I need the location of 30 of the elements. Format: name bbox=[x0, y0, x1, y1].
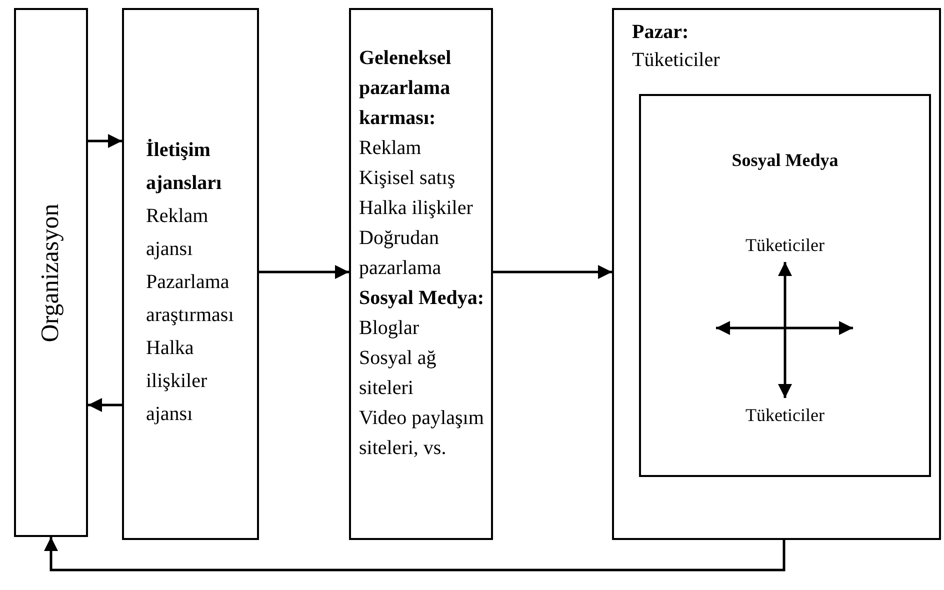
arrow bbox=[44, 537, 786, 572]
box-text: Tüketiciler bbox=[632, 48, 721, 73]
box-text: Reklam bbox=[359, 136, 422, 161]
box-heading: Geleneksel pazarlama karması: bbox=[359, 46, 452, 131]
box-heading: Pazar: bbox=[632, 20, 690, 45]
box-text: Halka ilişkiler bbox=[359, 196, 474, 221]
arrow bbox=[88, 134, 122, 148]
box-heading: İletişim ajansları bbox=[146, 138, 223, 196]
box-heading: Sosyal Medya bbox=[730, 149, 840, 172]
box-text: Kişisel satış bbox=[359, 166, 456, 191]
box-heading: Sosyal Medya: bbox=[359, 286, 485, 311]
arrow bbox=[88, 398, 122, 412]
box-text: Halka ilişkiler ajansı bbox=[146, 336, 208, 427]
node-label: Tüketiciler bbox=[724, 402, 846, 428]
process-box bbox=[349, 8, 493, 540]
arrow bbox=[259, 265, 349, 279]
process-box bbox=[14, 8, 88, 537]
box-text: Sosyal ağ siteleri bbox=[359, 346, 438, 401]
box-text: Pazarlama araştırması bbox=[146, 270, 235, 328]
box-text: Reklam ajansı bbox=[146, 204, 210, 262]
box-text: Video paylaşım siteleri, vs. bbox=[359, 406, 485, 461]
box-text: Bloglar bbox=[359, 316, 420, 341]
process-box bbox=[122, 8, 259, 540]
node-label: Tüketiciler bbox=[724, 232, 846, 258]
process-box bbox=[639, 94, 931, 477]
arrow bbox=[493, 265, 612, 279]
box-text: Organizasyon bbox=[36, 203, 65, 342]
process-box bbox=[612, 8, 941, 540]
arrow bbox=[778, 262, 792, 398]
box-text: Doğrudan pazarlama bbox=[359, 226, 442, 281]
